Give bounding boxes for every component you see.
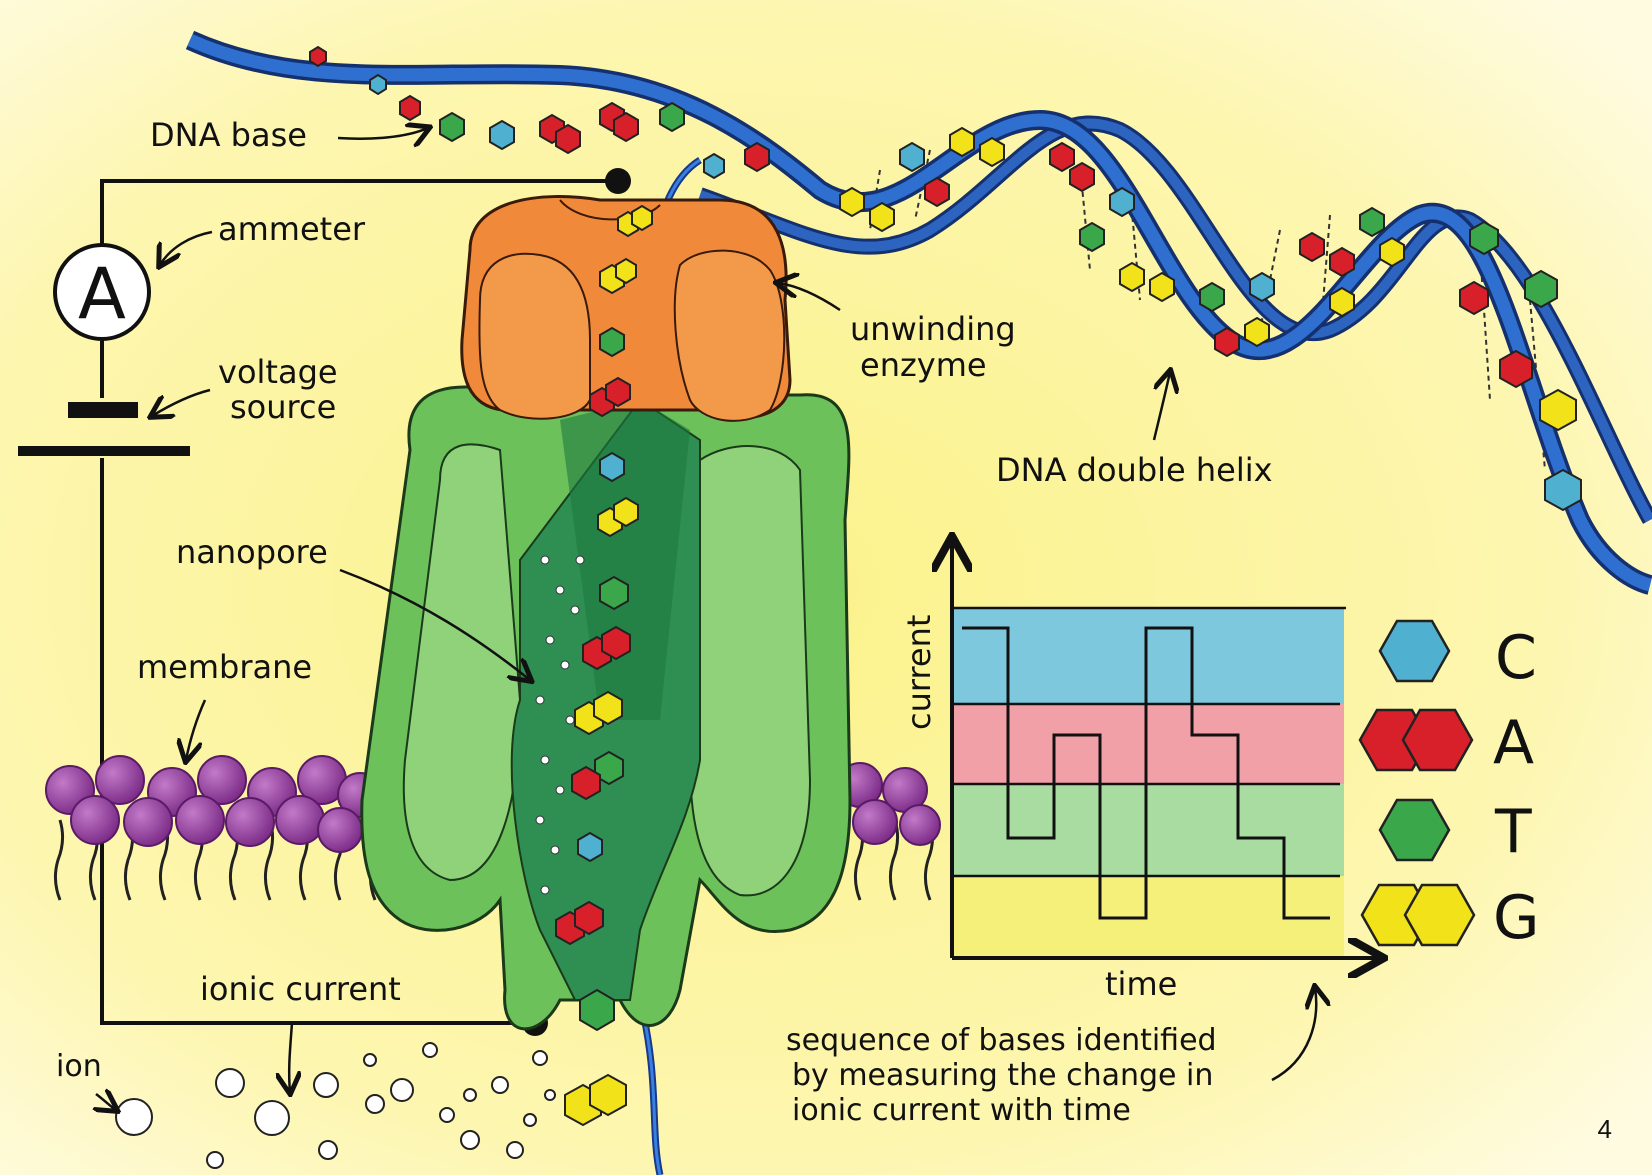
label-source: source: [230, 388, 336, 426]
label-ion: ion: [56, 1049, 102, 1084]
legend-letter-A: A: [1493, 708, 1534, 778]
label-nanopore: nanopore: [176, 533, 328, 571]
label-voltage: voltage: [218, 353, 338, 391]
label-unwinding: unwinding: [850, 310, 1016, 348]
graph-y-label: current: [900, 615, 938, 730]
legend-letter-T: T: [1494, 797, 1532, 867]
page-number: 4: [1598, 1114, 1612, 1145]
band-A: [952, 704, 1344, 784]
band-C: [952, 608, 1344, 704]
caption-line-3: ionic current with time: [792, 1093, 1131, 1128]
legend-letter-G: G: [1493, 883, 1540, 953]
electrode-top: [605, 168, 631, 194]
label-ionic-current: ionic current: [200, 970, 401, 1008]
ammeter-symbol: A: [78, 253, 126, 335]
label-enzyme: enzyme: [860, 346, 987, 384]
label-ammeter: ammeter: [218, 210, 366, 248]
graph-x-label: time: [1105, 965, 1177, 1003]
label-double-helix: DNA double helix: [996, 451, 1273, 489]
caption-line-2: by measuring the change in: [792, 1058, 1213, 1093]
label-membrane: membrane: [137, 648, 312, 686]
legend-letter-C: C: [1495, 623, 1537, 693]
caption-line-1: sequence of bases identified: [786, 1023, 1217, 1058]
label-dna-base: DNA base: [150, 116, 307, 154]
ammeter: A: [55, 245, 149, 339]
